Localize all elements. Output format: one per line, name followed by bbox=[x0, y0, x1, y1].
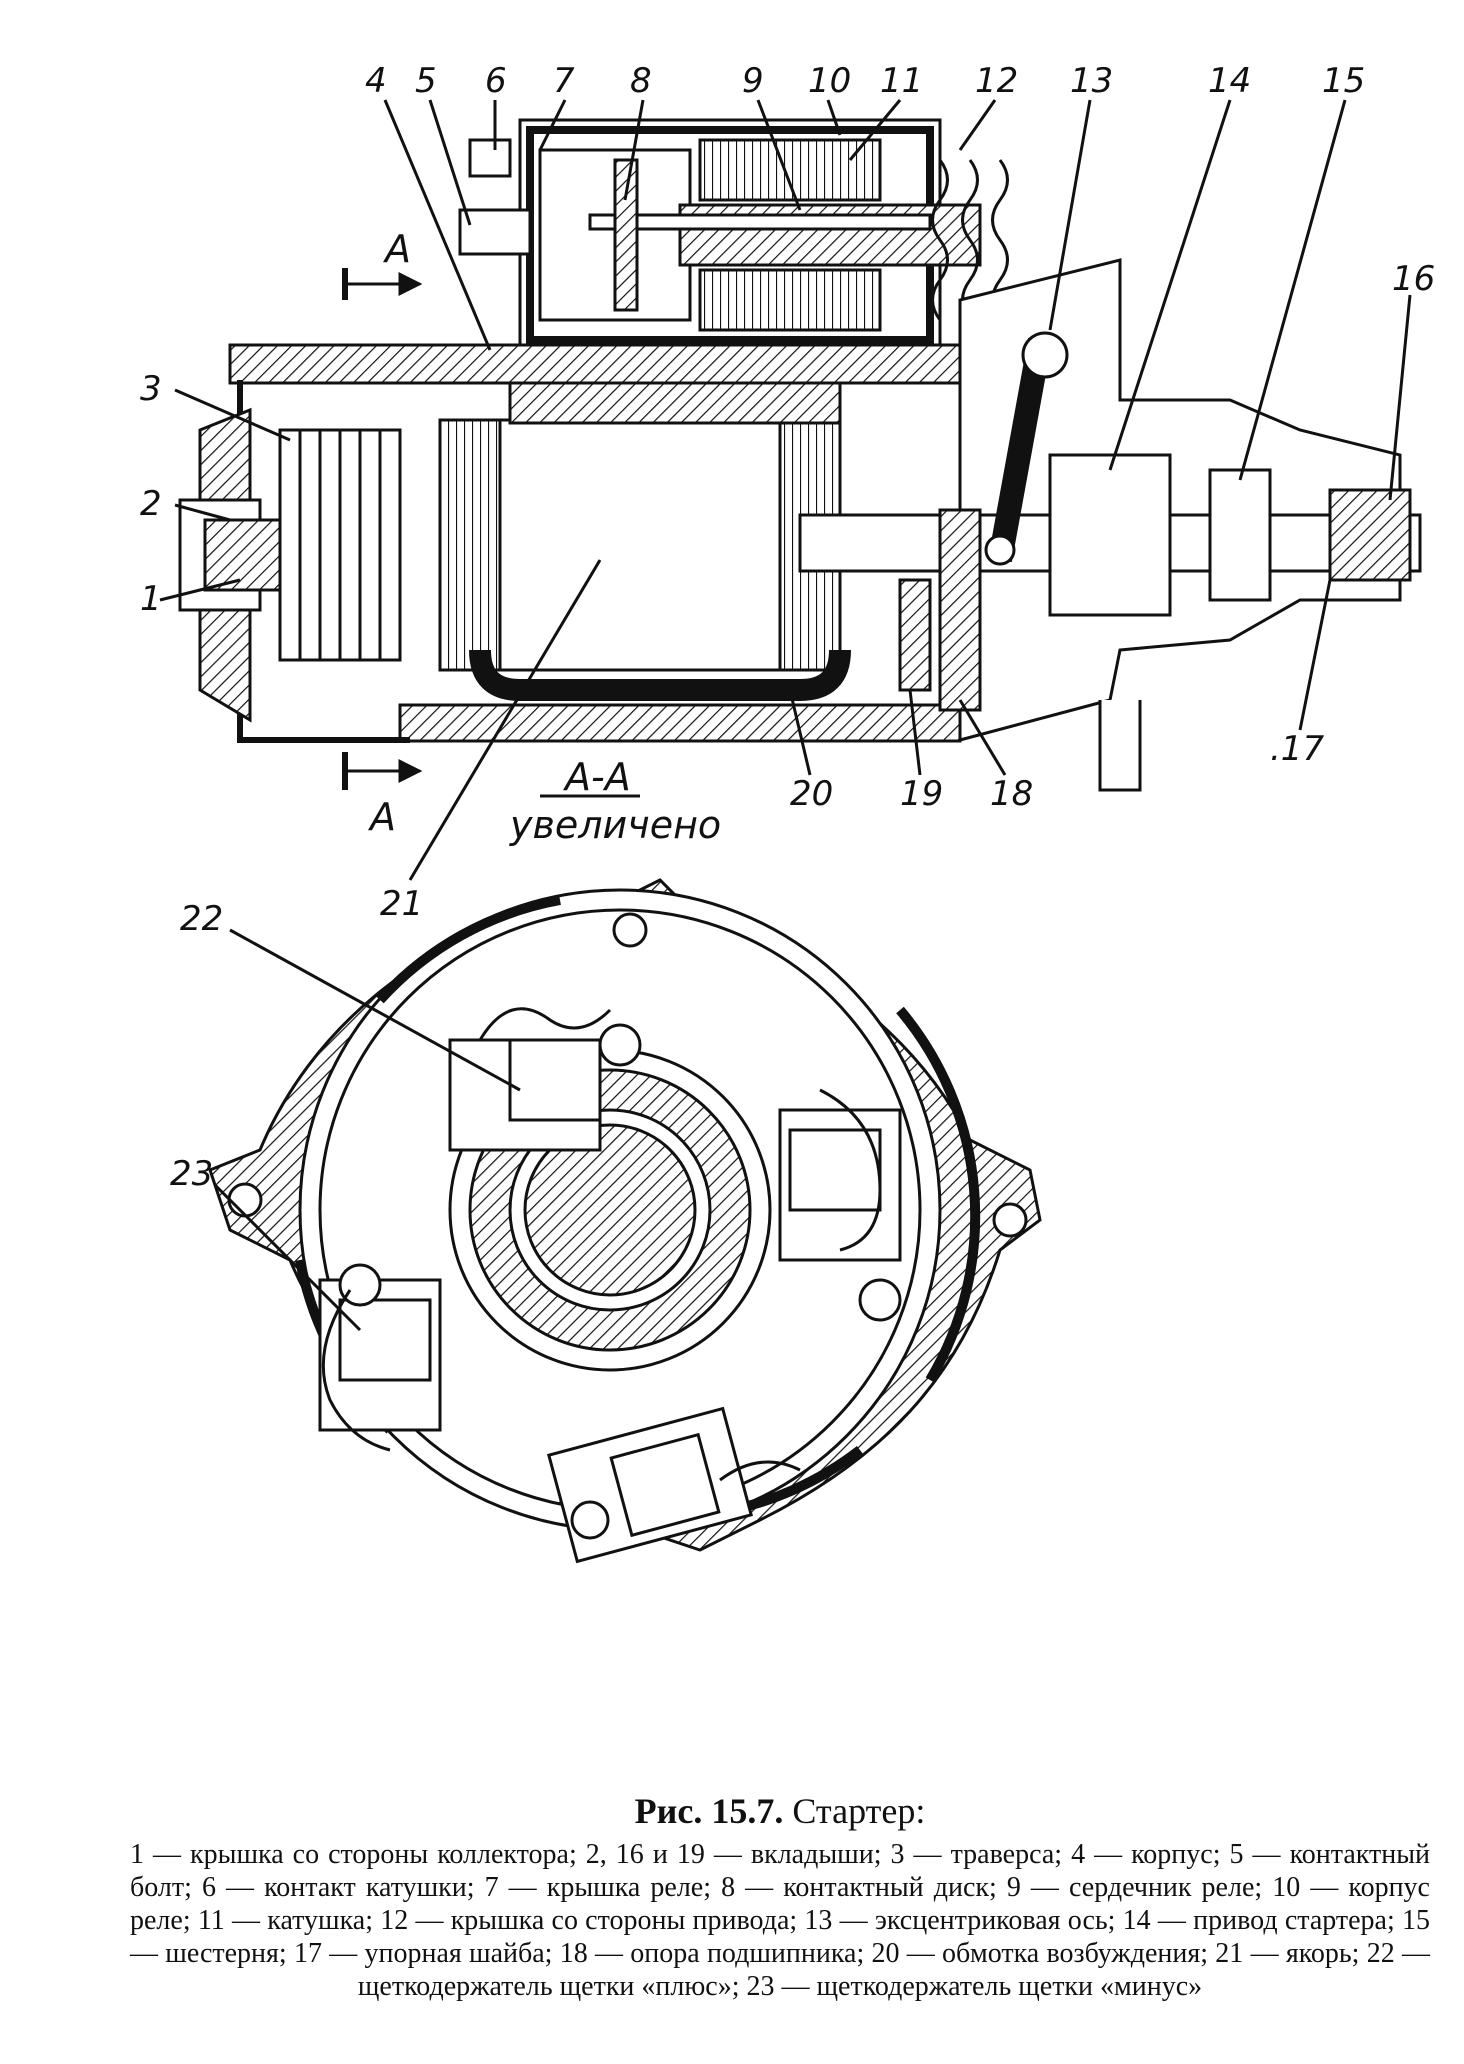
eccentric-axis bbox=[1021, 331, 1069, 379]
leader-22 bbox=[229, 928, 521, 1092]
callout-11: 11 bbox=[880, 61, 923, 101]
relay-coil-bottom bbox=[698, 268, 882, 332]
callout-22: 22 bbox=[180, 899, 223, 939]
figure-label: Рис. 15.7. bbox=[634, 1791, 784, 1831]
cut-letter-top: А bbox=[382, 227, 411, 271]
drive-bushing bbox=[1328, 488, 1412, 582]
callout-numbers: 1 2 3 4 5 6 7 8 9 10 11 12 13 14 15 16 .… bbox=[140, 61, 1435, 1194]
figure-caption: Рис. 15.7. Стартер: 1 — крышка со сторон… bbox=[130, 1790, 1430, 2003]
coil-contact bbox=[468, 138, 512, 178]
callout-7: 7 bbox=[553, 61, 575, 101]
brush-holder-plus-top bbox=[448, 1023, 642, 1152]
callout-9: 9 bbox=[742, 61, 764, 101]
section-note: увеличено bbox=[509, 803, 721, 847]
armature bbox=[438, 418, 822, 672]
section-cut-marks: А А А-А увеличено bbox=[342, 227, 721, 847]
callout-6: 6 bbox=[485, 61, 507, 101]
relay-assembly bbox=[458, 118, 1009, 352]
housing-bottom-wall bbox=[398, 703, 962, 743]
mounting-foot bbox=[1098, 700, 1142, 792]
starter-housing bbox=[178, 258, 1422, 792]
pole-shoe bbox=[508, 381, 842, 425]
callout-3: 3 bbox=[140, 369, 162, 409]
contact-disk bbox=[613, 158, 639, 312]
callout-12: 12 bbox=[975, 61, 1018, 101]
callout-8: 8 bbox=[630, 61, 652, 101]
bearing-support bbox=[938, 508, 982, 712]
callout-15: 15 bbox=[1322, 61, 1365, 101]
callout-21: 21 bbox=[380, 884, 423, 924]
callout-16: 16 bbox=[1392, 259, 1435, 299]
figure-title: Стартер: bbox=[792, 1791, 926, 1831]
field-winding bbox=[469, 649, 851, 701]
brush-holder-plus-bottom bbox=[546, 1406, 754, 1564]
intermediate-bushing bbox=[898, 578, 932, 692]
callout-19: 19 bbox=[900, 774, 943, 814]
armature-shaft bbox=[523, 1123, 697, 1297]
callout-17: .17 bbox=[1270, 729, 1324, 769]
callout-10: 10 bbox=[808, 61, 851, 101]
cross-section-view bbox=[208, 878, 1042, 1564]
callout-4: 4 bbox=[365, 61, 387, 101]
bolt-left bbox=[227, 1182, 263, 1218]
callout-23: 23 bbox=[170, 1154, 213, 1194]
relay-coil-top bbox=[698, 138, 882, 202]
housing-top-wall bbox=[228, 343, 972, 385]
starter-drive bbox=[1048, 453, 1172, 617]
relay-boot bbox=[931, 159, 949, 321]
drive-lever bbox=[988, 337, 1052, 563]
section-marker: А-А bbox=[562, 755, 631, 799]
caption-title: Рис. 15.7. Стартер: bbox=[130, 1790, 1430, 1832]
brush-spring bbox=[478, 1007, 612, 1041]
callout-14: 14 bbox=[1208, 61, 1251, 101]
pinion bbox=[1208, 468, 1272, 602]
longitudinal-section: А А А-А увеличено bbox=[159, 99, 1422, 881]
callout-5: 5 bbox=[415, 61, 437, 101]
callout-2: 2 bbox=[140, 484, 162, 524]
callout-13: 13 bbox=[1070, 61, 1113, 101]
leader-23 bbox=[213, 1183, 362, 1332]
cut-letter-bottom: А bbox=[367, 795, 396, 839]
callout-20: 20 bbox=[790, 774, 833, 814]
leader-lines bbox=[159, 99, 1412, 881]
brush-holder-minus-left bbox=[318, 1263, 442, 1432]
bolt-top bbox=[612, 912, 648, 948]
callout-18: 18 bbox=[990, 774, 1033, 814]
caption-legend: 1 — крышка со стороны коллектора; 2, 16 … bbox=[130, 1839, 1430, 2002]
relay-rod bbox=[588, 213, 932, 231]
starter-drawing: А А А-А увеличено bbox=[140, 61, 1435, 1564]
bolt-right bbox=[992, 1202, 1028, 1238]
contact-bolt bbox=[458, 208, 532, 256]
callout-1: 1 bbox=[140, 579, 162, 619]
